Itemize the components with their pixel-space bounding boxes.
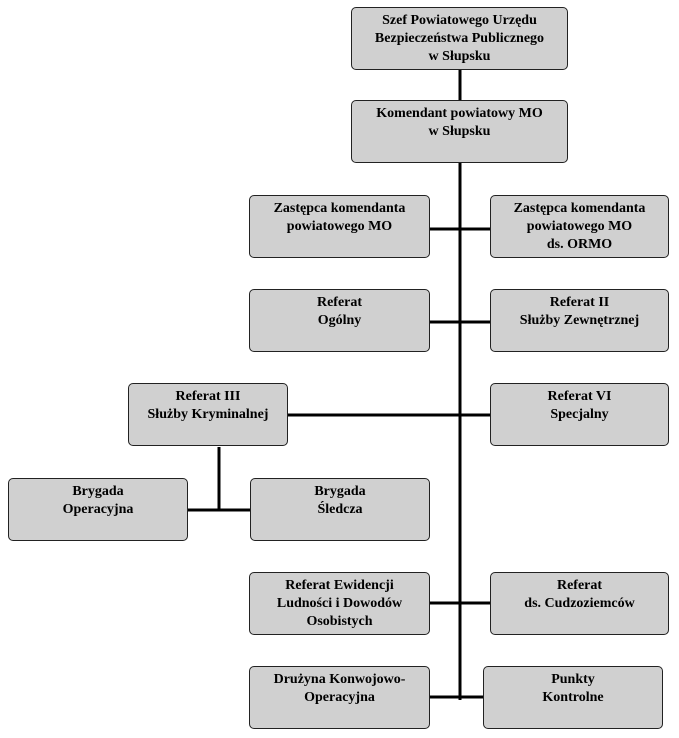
- box-zastepca-ormo: Zastępca komendanta powiatowego MO ds. ORM…: [490, 195, 669, 258]
- box-label-line: Ludności i Dowodów: [276, 595, 403, 611]
- box-label-line: Bezpieczeństwa Publicznego: [374, 30, 545, 46]
- box-komendant-mo: Komendant powiatowy MO w Słupsku: [351, 100, 568, 163]
- box-label-line: Referat II: [549, 295, 610, 310]
- box-label-line: Szef Powiatowego Urzędu: [382, 12, 537, 28]
- box-label-line: Zastępca komendanta: [513, 200, 646, 216]
- box-label-line: Referat VI: [547, 389, 612, 404]
- box-label-line: Specjalny: [550, 407, 609, 422]
- box-label-line: w Słupsku: [428, 48, 491, 64]
- box-label-line: Referat III: [175, 389, 241, 404]
- box-label-line: Brygada: [314, 484, 366, 499]
- box-label-line: Służby Zewnętrznej: [519, 313, 640, 328]
- box-label-line: Służby Kryminalnej: [147, 407, 269, 422]
- box-label-line: Referat Ewidencji: [285, 577, 394, 593]
- box-label-line: Zastępca komendanta: [273, 201, 406, 216]
- box-label-line: powiatowego MO: [526, 218, 633, 234]
- box-label-line: Drużyna Konwojowo-: [273, 672, 406, 687]
- box-referat-vi: Referat VI Specjalny: [490, 383, 669, 446]
- box-label-line: ds. Cudzoziemców: [524, 596, 635, 611]
- box-label-line: Śledcza: [317, 502, 363, 517]
- box-label-line: w Słupsku: [428, 124, 491, 139]
- box-label-line: Operacyjna: [62, 502, 134, 517]
- box-label-line: Komendant powiatowy MO: [376, 106, 543, 121]
- box-referat-iii: Referat III Służby Kryminalnej: [128, 383, 288, 446]
- box-label-line: Punkty: [551, 672, 595, 687]
- box-label-line: powiatowego MO: [286, 219, 393, 234]
- box-label-line: Kontrolne: [542, 690, 604, 705]
- box-label-line: Operacyjna: [304, 690, 375, 705]
- box-label-line: ds. ORMO: [546, 236, 613, 252]
- box-label-line: Osobistych: [306, 613, 373, 629]
- box-label-line: Brygada: [72, 484, 124, 499]
- box-zastepca-komendanta: Zastępca komendanta powiatowego MO: [249, 195, 430, 258]
- box-label-line: Ogólny: [317, 313, 362, 328]
- box-label-line: Referat: [316, 295, 363, 310]
- box-referat-ii: Referat II Służby Zewnętrznej: [490, 289, 669, 352]
- box-referat-cudzoziemcow: Referat ds. Cudzoziemców: [490, 572, 669, 635]
- box-label-line: Referat: [556, 578, 603, 593]
- box-druzyna-konwojowo: Drużyna Konwojowo- Operacyjna: [249, 666, 430, 729]
